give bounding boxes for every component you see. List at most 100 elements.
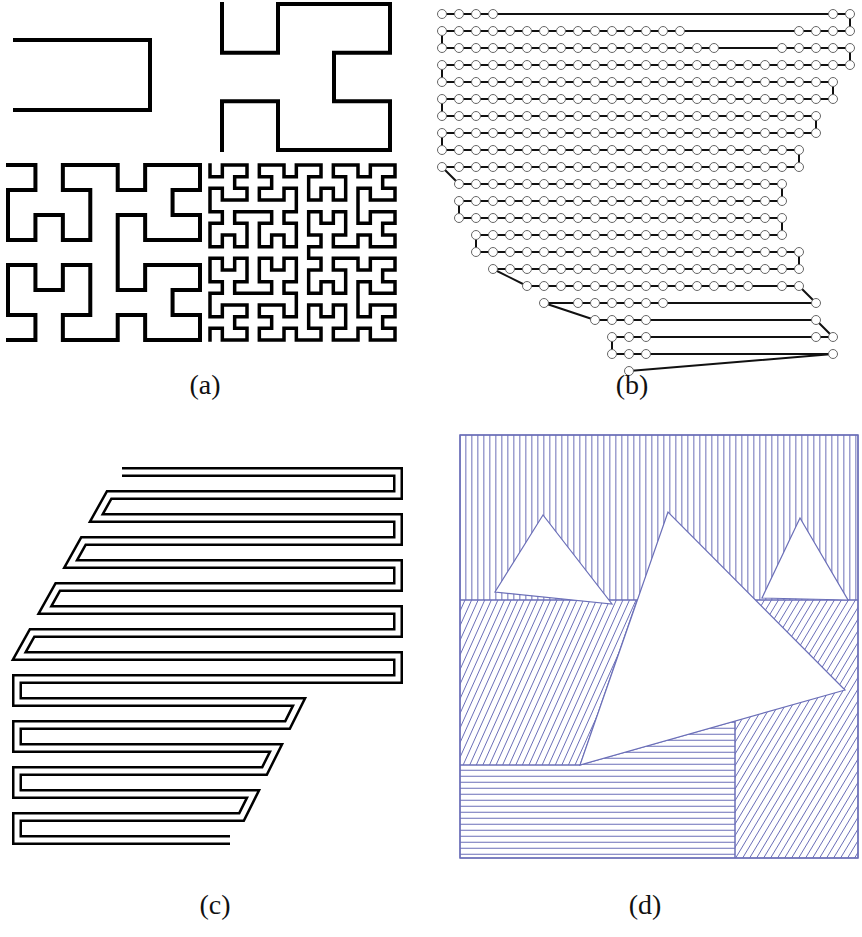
city-dot [761,112,770,121]
city-dot [829,61,838,70]
sweep-line [290,914,862,915]
sweep-line [290,554,862,555]
city-dot [455,146,464,155]
city-dot [625,333,634,342]
city-dot [574,27,583,36]
city-dot [642,231,651,240]
city-dot [812,129,821,138]
city-dot [642,214,651,223]
city-dot [761,61,770,70]
city-dot [574,61,583,70]
sweep-line [338,412,537,853]
city-dot [710,112,719,121]
sweep-line [290,746,862,747]
sweep-line [273,87,274,937]
city-dot [795,112,804,121]
workspace-border [460,435,858,858]
sweep-line [376,429,575,870]
city-dot [795,78,804,87]
city-dot [710,282,719,291]
city-dot [489,27,498,36]
city-dot [523,129,532,138]
city-dot [591,265,600,274]
city-dot [727,214,736,223]
sweep-line [657,87,658,937]
hilbert-curve [15,40,150,110]
city-dot [455,95,464,104]
sweep-line [711,87,712,937]
city-dot [625,197,634,206]
panel-label: (b) [616,368,649,402]
city-dot [744,129,753,138]
city-dot [829,350,838,359]
city-dot [727,95,736,104]
city-dot [574,282,583,291]
city-dot [540,214,549,223]
city-dot [608,350,617,359]
city-dot [829,333,838,342]
sweep-line [693,87,694,937]
sweep-line [783,87,784,937]
obstacle [762,518,848,600]
sweep-lines [404,337,862,937]
sweep-line [447,87,448,937]
city-dot [693,95,702,104]
city-dot [625,78,634,87]
city-dot [506,61,515,70]
sweep-line [290,608,862,609]
sweep-line [537,87,538,937]
sweep-line [790,568,862,937]
sweep-line [360,422,559,863]
sweep-line [633,87,634,937]
sweep-line [343,414,542,855]
city-dot [710,265,719,274]
city-dot [523,163,532,172]
sweep-line [495,87,496,937]
sweep-line [290,722,862,723]
city-dot [489,248,498,257]
city-dot [523,95,532,104]
city-dot [693,61,702,70]
city-dot [540,197,549,206]
city-dot [625,316,634,325]
city-dot [642,163,651,172]
city-dot [506,214,515,223]
sweep-line [423,87,424,937]
city-dot [557,78,566,87]
hilbert-curve [8,165,200,340]
sweep-line [333,87,334,937]
sweep-line [322,404,521,845]
city-dot [472,129,481,138]
city-dot [574,78,583,87]
sweep-line [290,890,862,891]
city-dot [625,27,634,36]
sweep-line [290,734,862,735]
city-dot [846,27,855,36]
city-dot [608,282,617,291]
sweep-line [290,548,862,549]
city-dot [744,265,753,274]
sweep-line [831,87,832,937]
sweep-line [627,87,628,937]
city-dot [676,27,685,36]
sweep-line [559,429,853,919]
sweep-line [699,87,700,937]
sweep-line [290,536,862,537]
sweep-line [775,559,862,937]
city-dot [540,163,549,172]
city-dot [574,146,583,155]
city-dot [795,129,804,138]
sweep-line [290,860,862,861]
city-dot [693,129,702,138]
city-dot [659,180,668,189]
sweep-line [861,87,862,937]
sweep-line [261,87,262,937]
city-dot [727,248,736,257]
city-dot [710,248,719,257]
city-dot [591,146,600,155]
city-dot [455,197,464,206]
city-dot [506,112,515,121]
city-dot [591,129,600,138]
city-dot [591,316,600,325]
sweep-line [837,87,838,937]
